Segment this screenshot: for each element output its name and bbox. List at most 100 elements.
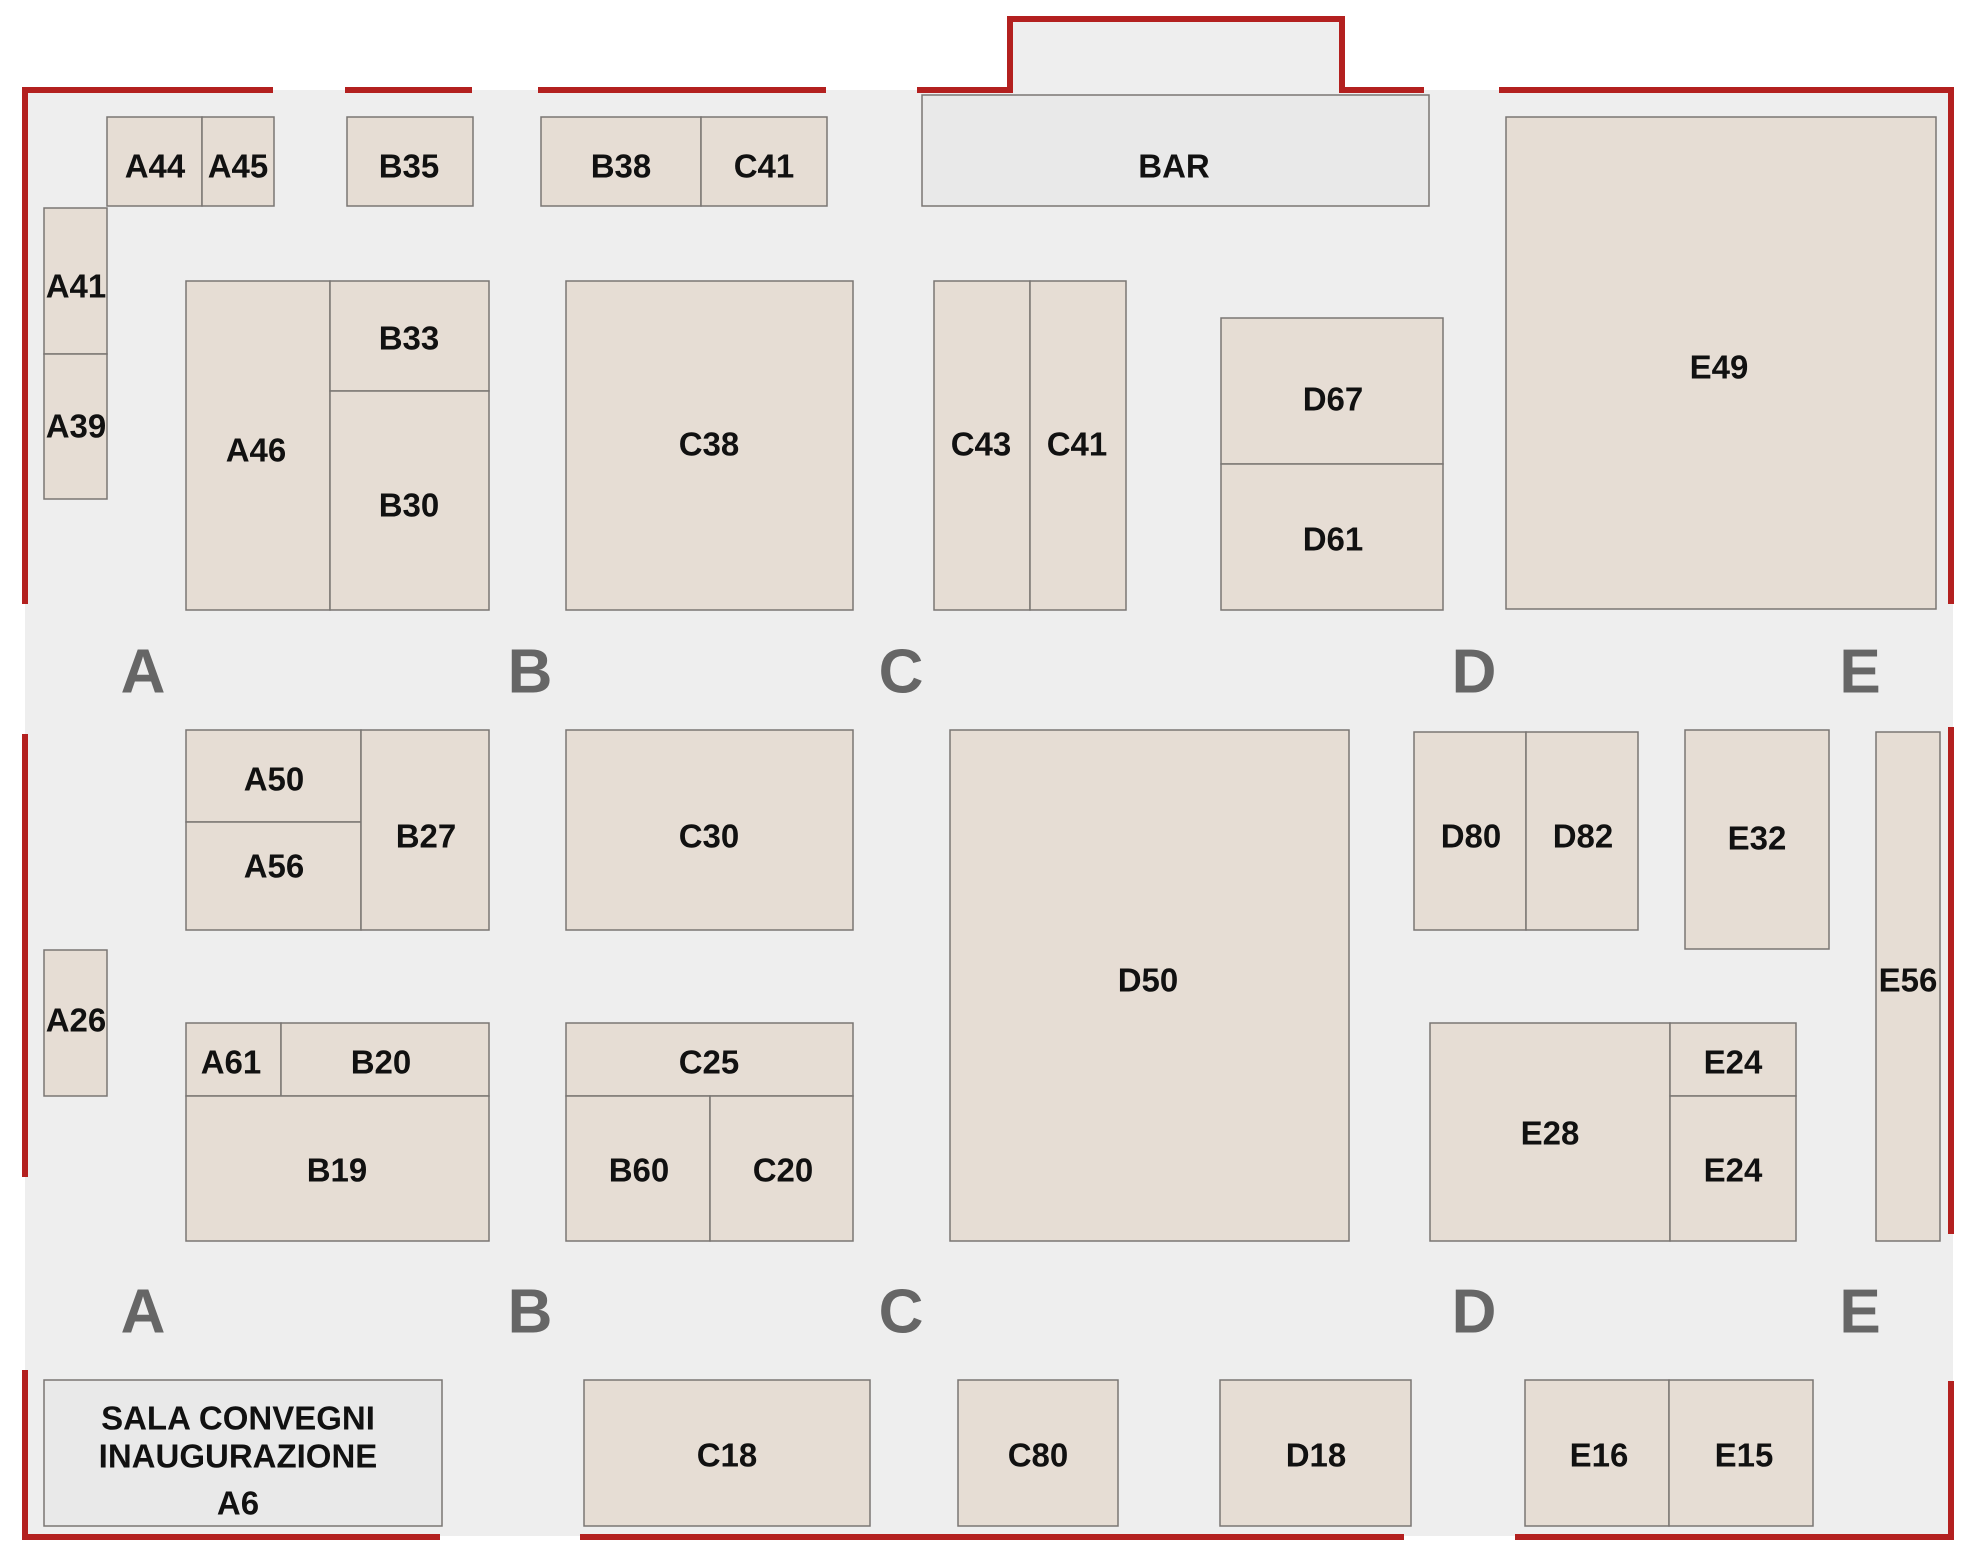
stand-a26-label: A26 (46, 1002, 107, 1039)
wall-top-bar-niche (917, 16, 1424, 93)
stand-e28[interactable] (1429, 1022, 1671, 1242)
stand-d50-label: D50 (1118, 962, 1179, 999)
stand-a39-label: A39 (46, 408, 107, 445)
stand-e16[interactable] (1524, 1379, 1670, 1527)
stand-c18[interactable] (583, 1379, 871, 1527)
stand-c43-label: C43 (951, 426, 1012, 463)
aisle-label-d-lower: D (1452, 1278, 1497, 1347)
wall-top-left (22, 87, 273, 604)
stand-c30[interactable] (565, 729, 854, 931)
stand-b30[interactable] (329, 390, 490, 611)
stand-b33-label: B33 (379, 320, 440, 357)
stand-c18-label: C18 (697, 1437, 758, 1474)
stand-b60[interactable] (565, 1095, 711, 1242)
stand-b19[interactable] (185, 1095, 490, 1242)
conference-room-code: A6 (217, 1485, 259, 1522)
stand-e24-top-label: E24 (1704, 1044, 1763, 1081)
stand-a50[interactable] (185, 729, 362, 823)
stand-b30-label: B30 (379, 487, 440, 524)
stand-a41[interactable] (43, 207, 108, 355)
stand-c20-label: C20 (753, 1152, 814, 1189)
stand-b60-label: B60 (609, 1152, 670, 1189)
aisle-label-a-lower: A (121, 1278, 166, 1347)
conference-room-line2: INAUGURAZIONE (99, 1438, 378, 1475)
aisle-label-e-upper: E (1839, 638, 1880, 707)
stand-a26[interactable] (43, 949, 108, 1097)
stand-a61-label: A61 (201, 1044, 262, 1081)
stand-d82-label: D82 (1553, 818, 1614, 855)
stand-e15-label: E15 (1715, 1437, 1774, 1474)
stand-c25-label: C25 (679, 1044, 740, 1081)
stand-e56[interactable] (1875, 731, 1941, 1242)
stand-d67[interactable] (1220, 317, 1444, 465)
stand-e24-top[interactable] (1669, 1022, 1797, 1097)
stand-b20-label: B20 (351, 1044, 412, 1081)
stand-b35-label: B35 (379, 148, 440, 185)
stand-e16-label: E16 (1570, 1437, 1629, 1474)
aisle-label-b-lower: B (508, 1278, 553, 1347)
aisle-label-d-upper: D (1452, 638, 1497, 707)
aisle-label-c-lower: C (879, 1278, 924, 1347)
stand-a50-label: A50 (244, 761, 305, 798)
stand-a39[interactable] (43, 353, 108, 500)
stand-a45[interactable] (201, 116, 275, 207)
stand-e32-label: E32 (1728, 820, 1787, 857)
bar-area[interactable] (921, 94, 1430, 207)
conference-room-line1: SALA CONVEGNI (101, 1400, 375, 1437)
stand-e49[interactable] (1505, 116, 1937, 610)
stand-e24-bottom-label: E24 (1704, 1152, 1763, 1189)
stand-d67-label: D67 (1303, 381, 1364, 418)
stand-b20[interactable] (280, 1022, 490, 1097)
stand-e32[interactable] (1684, 729, 1830, 950)
stand-b38-label: B38 (591, 148, 652, 185)
stand-e28-label: E28 (1521, 1115, 1580, 1152)
stand-c80[interactable] (957, 1379, 1119, 1527)
stand-e24-bottom[interactable] (1669, 1095, 1797, 1242)
hall-floor-bar-niche (1010, 20, 1340, 95)
wall-bottom-right (1515, 1381, 1954, 1540)
stand-c30-label: C30 (679, 818, 740, 855)
bar-label: BAR (1138, 148, 1210, 185)
stand-b35[interactable] (346, 116, 474, 207)
stand-d50[interactable] (949, 729, 1350, 1242)
aisle-label-e-lower: E (1839, 1278, 1880, 1347)
stand-c80-label: C80 (1008, 1437, 1069, 1474)
stand-d61-label: D61 (1303, 521, 1364, 558)
stand-a61[interactable] (185, 1022, 282, 1097)
aisle-label-a-upper: A (121, 638, 166, 707)
stand-b33[interactable] (329, 280, 490, 392)
stand-e49-label: E49 (1690, 349, 1749, 386)
wall-top-right (1499, 87, 1954, 604)
stand-c20[interactable] (709, 1095, 854, 1242)
stand-c41-middle-label: C41 (1047, 426, 1108, 463)
conference-room[interactable] (43, 1379, 443, 1527)
stand-d18-label: D18 (1286, 1437, 1347, 1474)
stand-e56-label: E56 (1879, 962, 1938, 999)
aisle-labels: A B C D E A B C D E (121, 638, 1881, 1347)
stand-a46[interactable] (185, 280, 331, 611)
stand-b27[interactable] (360, 729, 490, 931)
stand-a46-label: A46 (226, 432, 287, 469)
stands-layer: A44 A45 B35 B38 C41 BAR E49 A41 A39 A46 … (43, 94, 1941, 1527)
stand-d82[interactable] (1525, 731, 1639, 931)
stand-c38[interactable] (565, 280, 854, 611)
stand-b38[interactable] (540, 116, 702, 207)
stand-a44-label: A44 (125, 148, 186, 185)
aisle-label-b-upper: B (508, 638, 553, 707)
aisle-label-c-upper: C (879, 638, 924, 707)
stand-d18[interactable] (1219, 1379, 1412, 1527)
wall-bottom-left (22, 1370, 440, 1540)
stand-c41-top[interactable] (700, 116, 828, 207)
stand-c38-label: C38 (679, 426, 740, 463)
stand-a56-label: A56 (244, 848, 305, 885)
stand-c41-middle[interactable] (1029, 280, 1127, 611)
stand-c25[interactable] (565, 1022, 854, 1097)
stand-e15[interactable] (1668, 1379, 1814, 1527)
stand-b27-label: B27 (396, 818, 457, 855)
stand-d80-label: D80 (1441, 818, 1502, 855)
hall-walls (22, 16, 1954, 1540)
stand-a41-label: A41 (46, 268, 107, 305)
stand-d61[interactable] (1220, 463, 1444, 611)
stand-c41-top-label: C41 (734, 148, 795, 185)
